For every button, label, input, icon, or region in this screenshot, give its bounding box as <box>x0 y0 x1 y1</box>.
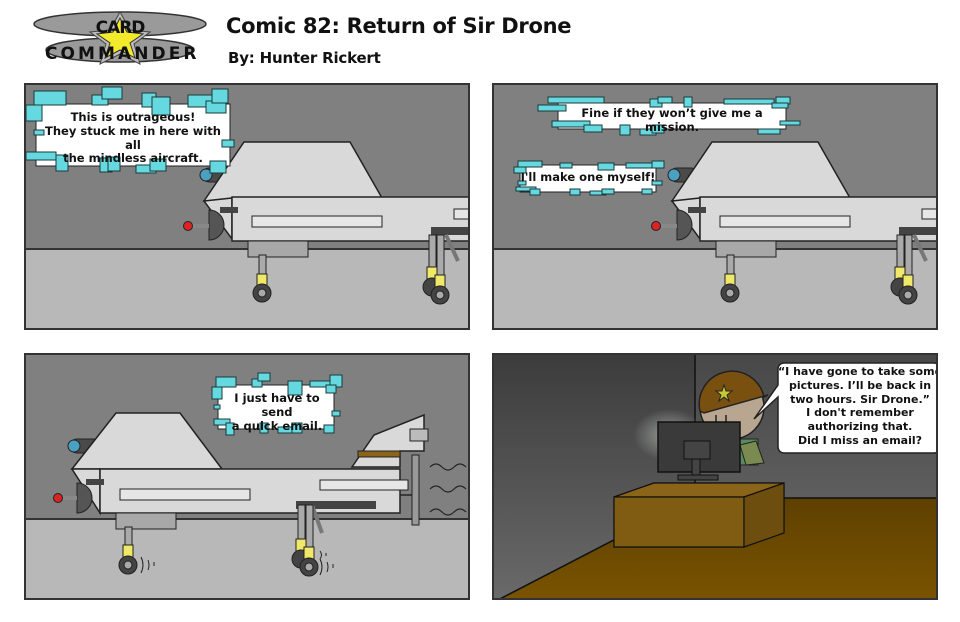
comic-title: Comic 82: Return of Sir Drone <box>226 14 572 38</box>
office-scene-illustration <box>494 355 936 598</box>
comic-panel-1: This is outrageous! They stuck me in her… <box>24 83 470 330</box>
speech-bubble-text: “I have gone to take some pictures. I’ll… <box>777 365 936 447</box>
speech-bubble-text: I just have to send a quick email. <box>231 391 323 433</box>
speech-bubble-text: Fine if they won’t give me a mission. <box>581 106 763 134</box>
comic-panel-2: Fine if they won’t give me a mission. I'… <box>492 83 938 330</box>
hangar-scene-illustration <box>26 85 468 328</box>
logo-line1: CARD <box>96 18 146 38</box>
comic-panel-3: I just have to send a quick email. <box>24 353 470 600</box>
digital-bubble-frame <box>26 86 235 174</box>
digital-bubble-frame <box>211 372 343 436</box>
hangar-scene-illustration <box>26 355 468 598</box>
comic-byline: By: Hunter Rickert <box>228 49 381 67</box>
card-commander-logo: CARD COMMANDER <box>30 8 210 68</box>
logo-line2: COMMANDER <box>45 44 196 64</box>
comic-panel-4: “I have gone to take some pictures. I’ll… <box>492 353 938 600</box>
speech-bubble-text: This is outrageous! They stuck me in her… <box>45 110 221 166</box>
hangar-scene-illustration <box>494 85 936 328</box>
speech-bubble-text: I'll make one myself! <box>520 170 656 184</box>
digital-bubble-frame <box>513 96 801 196</box>
